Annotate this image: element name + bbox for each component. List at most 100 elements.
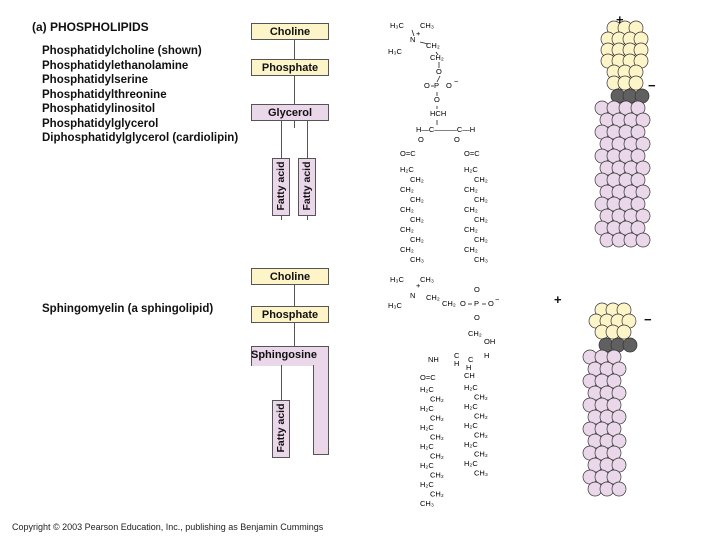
formula-atom: H: [466, 363, 471, 372]
choline-box: Choline: [251, 23, 329, 40]
formula-atom: H₂C: [420, 423, 434, 432]
fatty-acid-label: Fatty acid: [275, 403, 287, 453]
sphingosine-box: [251, 346, 329, 366]
formula-atom: CH₂: [474, 175, 488, 184]
list-item: Phosphatidylethanolamine: [42, 59, 189, 72]
tail-line: [281, 365, 282, 405]
formula-atom: H₂C: [420, 461, 434, 470]
formula-atom: CH₂: [400, 185, 414, 194]
plus-sign: +: [616, 12, 624, 27]
formula-atom: O: [474, 285, 480, 294]
formula-atom: CH₂: [442, 299, 456, 308]
formula-atom: C: [454, 351, 460, 360]
formula-atom: H₂C: [464, 383, 478, 392]
copyright-notice: Copyright © 2003 Pearson Education, Inc.…: [12, 522, 324, 532]
formula-atom: P: [474, 299, 479, 308]
formula-atom: CH₂: [430, 471, 444, 480]
formula-atom: N: [410, 35, 415, 44]
formula-atom: CH₂: [426, 41, 440, 50]
phospholipid-list: Phosphatidylcholine (shown) Phosphatidyl…: [42, 44, 238, 146]
formula-atom: O=C: [464, 149, 480, 158]
formula-atom: CH₂: [410, 195, 424, 204]
phosphate-box: Phosphate: [251, 59, 329, 76]
plus-sign: +: [554, 292, 562, 307]
sphingosine-label: Sphingosine: [251, 349, 317, 361]
list-item: Phosphatidylthreonine: [42, 88, 167, 101]
formula-atom: CH₃: [420, 21, 434, 30]
formula-atom: CH₂: [464, 205, 478, 214]
formula-atom: O: [418, 135, 424, 144]
formula-atom: O: [446, 81, 452, 90]
formula-atom: CH₂: [464, 245, 478, 254]
formula-atom: CH₂: [430, 490, 444, 499]
formula-atom: CH₃: [410, 255, 424, 264]
tail-atom: [635, 232, 651, 248]
formula-atom: CH₂: [474, 215, 488, 224]
formula-atom: CH₂: [430, 452, 444, 461]
space-filling-model-bottom: [582, 302, 638, 497]
formula-bond: [436, 75, 441, 83]
formula-atom: H₂C: [420, 442, 434, 451]
formula-atom: CH₂: [474, 393, 488, 402]
formula-atom: CH₂: [474, 431, 488, 440]
list-item: Phosphatidylinositol: [42, 103, 156, 115]
formula-atom: CH₂: [474, 450, 488, 459]
formula-atom: +: [416, 29, 421, 38]
head-atom: [616, 324, 632, 340]
formula-atom: CH₂: [464, 225, 478, 234]
formula-atom: H₃C: [388, 47, 402, 56]
formula-atom: CH₃: [474, 469, 488, 478]
formula-atom: −: [454, 77, 459, 86]
formula-atom: NH: [428, 355, 439, 364]
formula-atom: H: [484, 351, 489, 360]
formula-atom: CH₂: [474, 195, 488, 204]
fatty-acid-box-2: [298, 158, 316, 216]
formula-atom: H₂C: [420, 385, 434, 394]
formula-atom: H₂C: [420, 480, 434, 489]
formula-atom: H₂C: [464, 421, 478, 430]
formula-atom: H₂C: [464, 402, 478, 411]
formula-atom: CH₃: [420, 499, 434, 508]
list-item: Phosphatidylserine: [42, 74, 149, 86]
sphingomyelin-label: Sphingomyelin (a sphingolipid): [42, 303, 214, 315]
fatty-acid-box-1: [272, 158, 290, 216]
formula-atom: N: [410, 291, 415, 300]
figure-heading: (a) PHOSPHOLIPIDS: [32, 20, 149, 34]
formula-atom: CH₂: [430, 433, 444, 442]
formula-atom: O: [488, 299, 494, 308]
formula-atom: HCH: [430, 109, 446, 118]
formula-atom: +: [416, 281, 421, 290]
formula-atom: CH₂: [410, 235, 424, 244]
fatty-acid-label: Fatty acid: [301, 161, 313, 211]
formula-atom: CH₂: [400, 205, 414, 214]
backbone-line: [294, 38, 295, 128]
formula-atom: O=C: [400, 149, 416, 158]
formula-bond: [435, 51, 439, 56]
phosphate-box: Phosphate: [251, 306, 329, 323]
glycerol-atom: [622, 337, 638, 353]
formula-atom: CH₂: [474, 235, 488, 244]
minus-sign: −: [644, 312, 652, 327]
formula-atom: CH: [464, 371, 475, 380]
formula-bond: [419, 41, 429, 45]
tail-atom: [611, 481, 627, 497]
choline-box: Choline: [251, 268, 329, 285]
formula-atom: H₃C: [390, 21, 404, 30]
formula-atom: O: [460, 299, 466, 308]
formula-atom: O: [454, 135, 460, 144]
formula-atom: O: [424, 81, 430, 90]
list-item: Phosphatidylglycerol: [42, 117, 159, 130]
formula-atom: CH₂: [430, 395, 444, 404]
formula-atom: CH₂: [400, 245, 414, 254]
formula-atom: CH₂: [464, 185, 478, 194]
space-filling-model-top: [594, 20, 651, 248]
formula-atom: CH₂: [426, 293, 440, 302]
formula-atom: CH₂: [410, 175, 424, 184]
fatty-acid-box: [272, 400, 290, 458]
formula-atom: O: [434, 95, 440, 104]
fatty-acid-label: Fatty acid: [275, 161, 287, 211]
formula-atom: CH₂: [468, 329, 482, 338]
formula-atom: H₂C: [464, 165, 478, 174]
